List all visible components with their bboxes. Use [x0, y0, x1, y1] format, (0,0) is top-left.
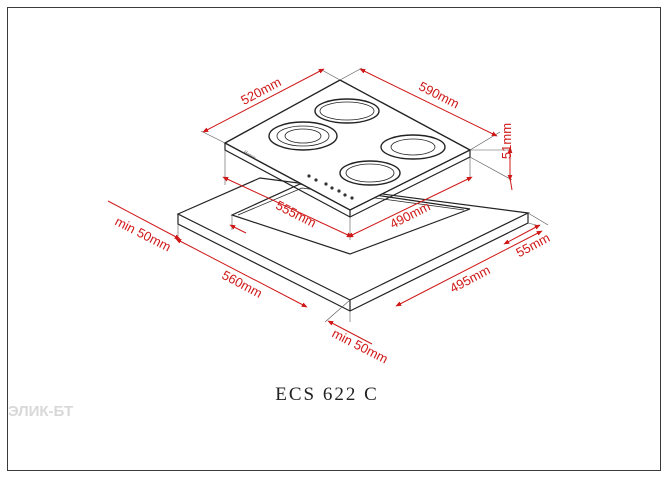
model-label: ECS 622 C [275, 384, 379, 405]
dimension-lines [107, 68, 543, 345]
side-clearance-bottom-label: min 50mm [330, 326, 391, 367]
watermark: ЭЛИК-БТ [8, 403, 73, 420]
brand-logo: Hansa [241, 150, 256, 161]
hob-height-label: 51mm [499, 123, 514, 159]
side-clearance-left-line [107, 200, 181, 240]
side-clearance-bottom-line [327, 320, 373, 345]
worktop-depth-label: 495mm [447, 262, 492, 296]
worktop-width-label: 560mm [219, 267, 264, 301]
worktop-width-line [175, 238, 308, 308]
front-clearance-line [503, 224, 541, 245]
hob-depth-label: 520mm [238, 74, 283, 108]
front-clearance-label: 55mm [513, 230, 552, 260]
diagram-frame [7, 7, 661, 471]
worktop-depth-line [395, 230, 543, 307]
hob-width-label: 590mm [416, 78, 461, 111]
hob-depth-line [202, 68, 325, 133]
cutout-depth-line [347, 176, 473, 238]
hob-body: Hansa [223, 79, 472, 218]
hob-width-line [359, 68, 498, 137]
cutout-width-label: 555mm [273, 197, 318, 230]
cutout-width-line [222, 176, 353, 238]
cutout-depth-label: 490mm [387, 198, 432, 231]
